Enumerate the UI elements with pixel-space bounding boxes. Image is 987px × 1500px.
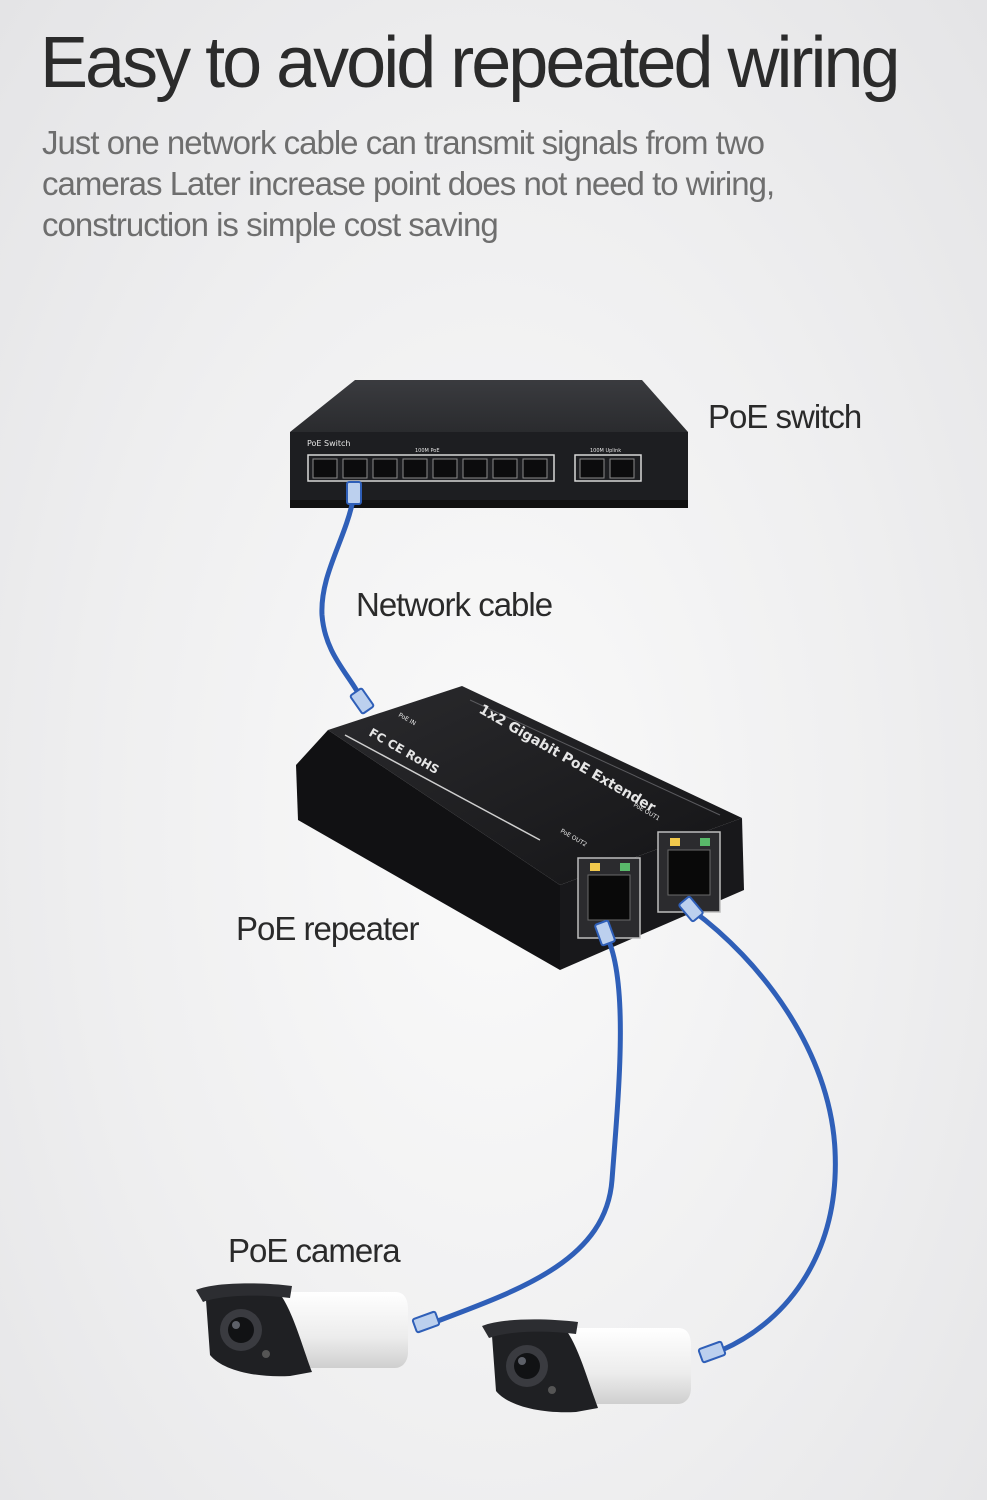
label-network-cable: Network cable [356,586,553,623]
label-poe-camera: PoE camera [228,1232,401,1269]
rj45-connector-icon [346,481,362,505]
switch-brand-text: PoE Switch [307,439,350,448]
rj45-connector-icon [697,1340,727,1364]
label-poe-repeater: PoE repeater [236,910,419,947]
switch-uplink-group-text: 100M Uplink [590,448,621,454]
label-poe-switch: PoE switch [708,398,862,435]
camera-icon [482,1319,691,1413]
headline: Easy to avoid repeated wiring [40,23,901,103]
network-cable-icon [319,481,375,715]
switch-poe-group-text: 100M PoE [415,448,440,454]
camera-icon [196,1283,408,1377]
rj45-connector-icon [594,919,616,947]
description: Just one network cable can transmit sign… [42,124,775,243]
network-cable-icon [411,895,838,1364]
rj45-connector-icon [349,687,375,715]
rj45-connector-icon [411,1310,441,1334]
rj45-connector-icon [678,895,704,923]
poe-switch-icon: PoE Switch 100M PoE 100M Uplink [290,380,688,508]
